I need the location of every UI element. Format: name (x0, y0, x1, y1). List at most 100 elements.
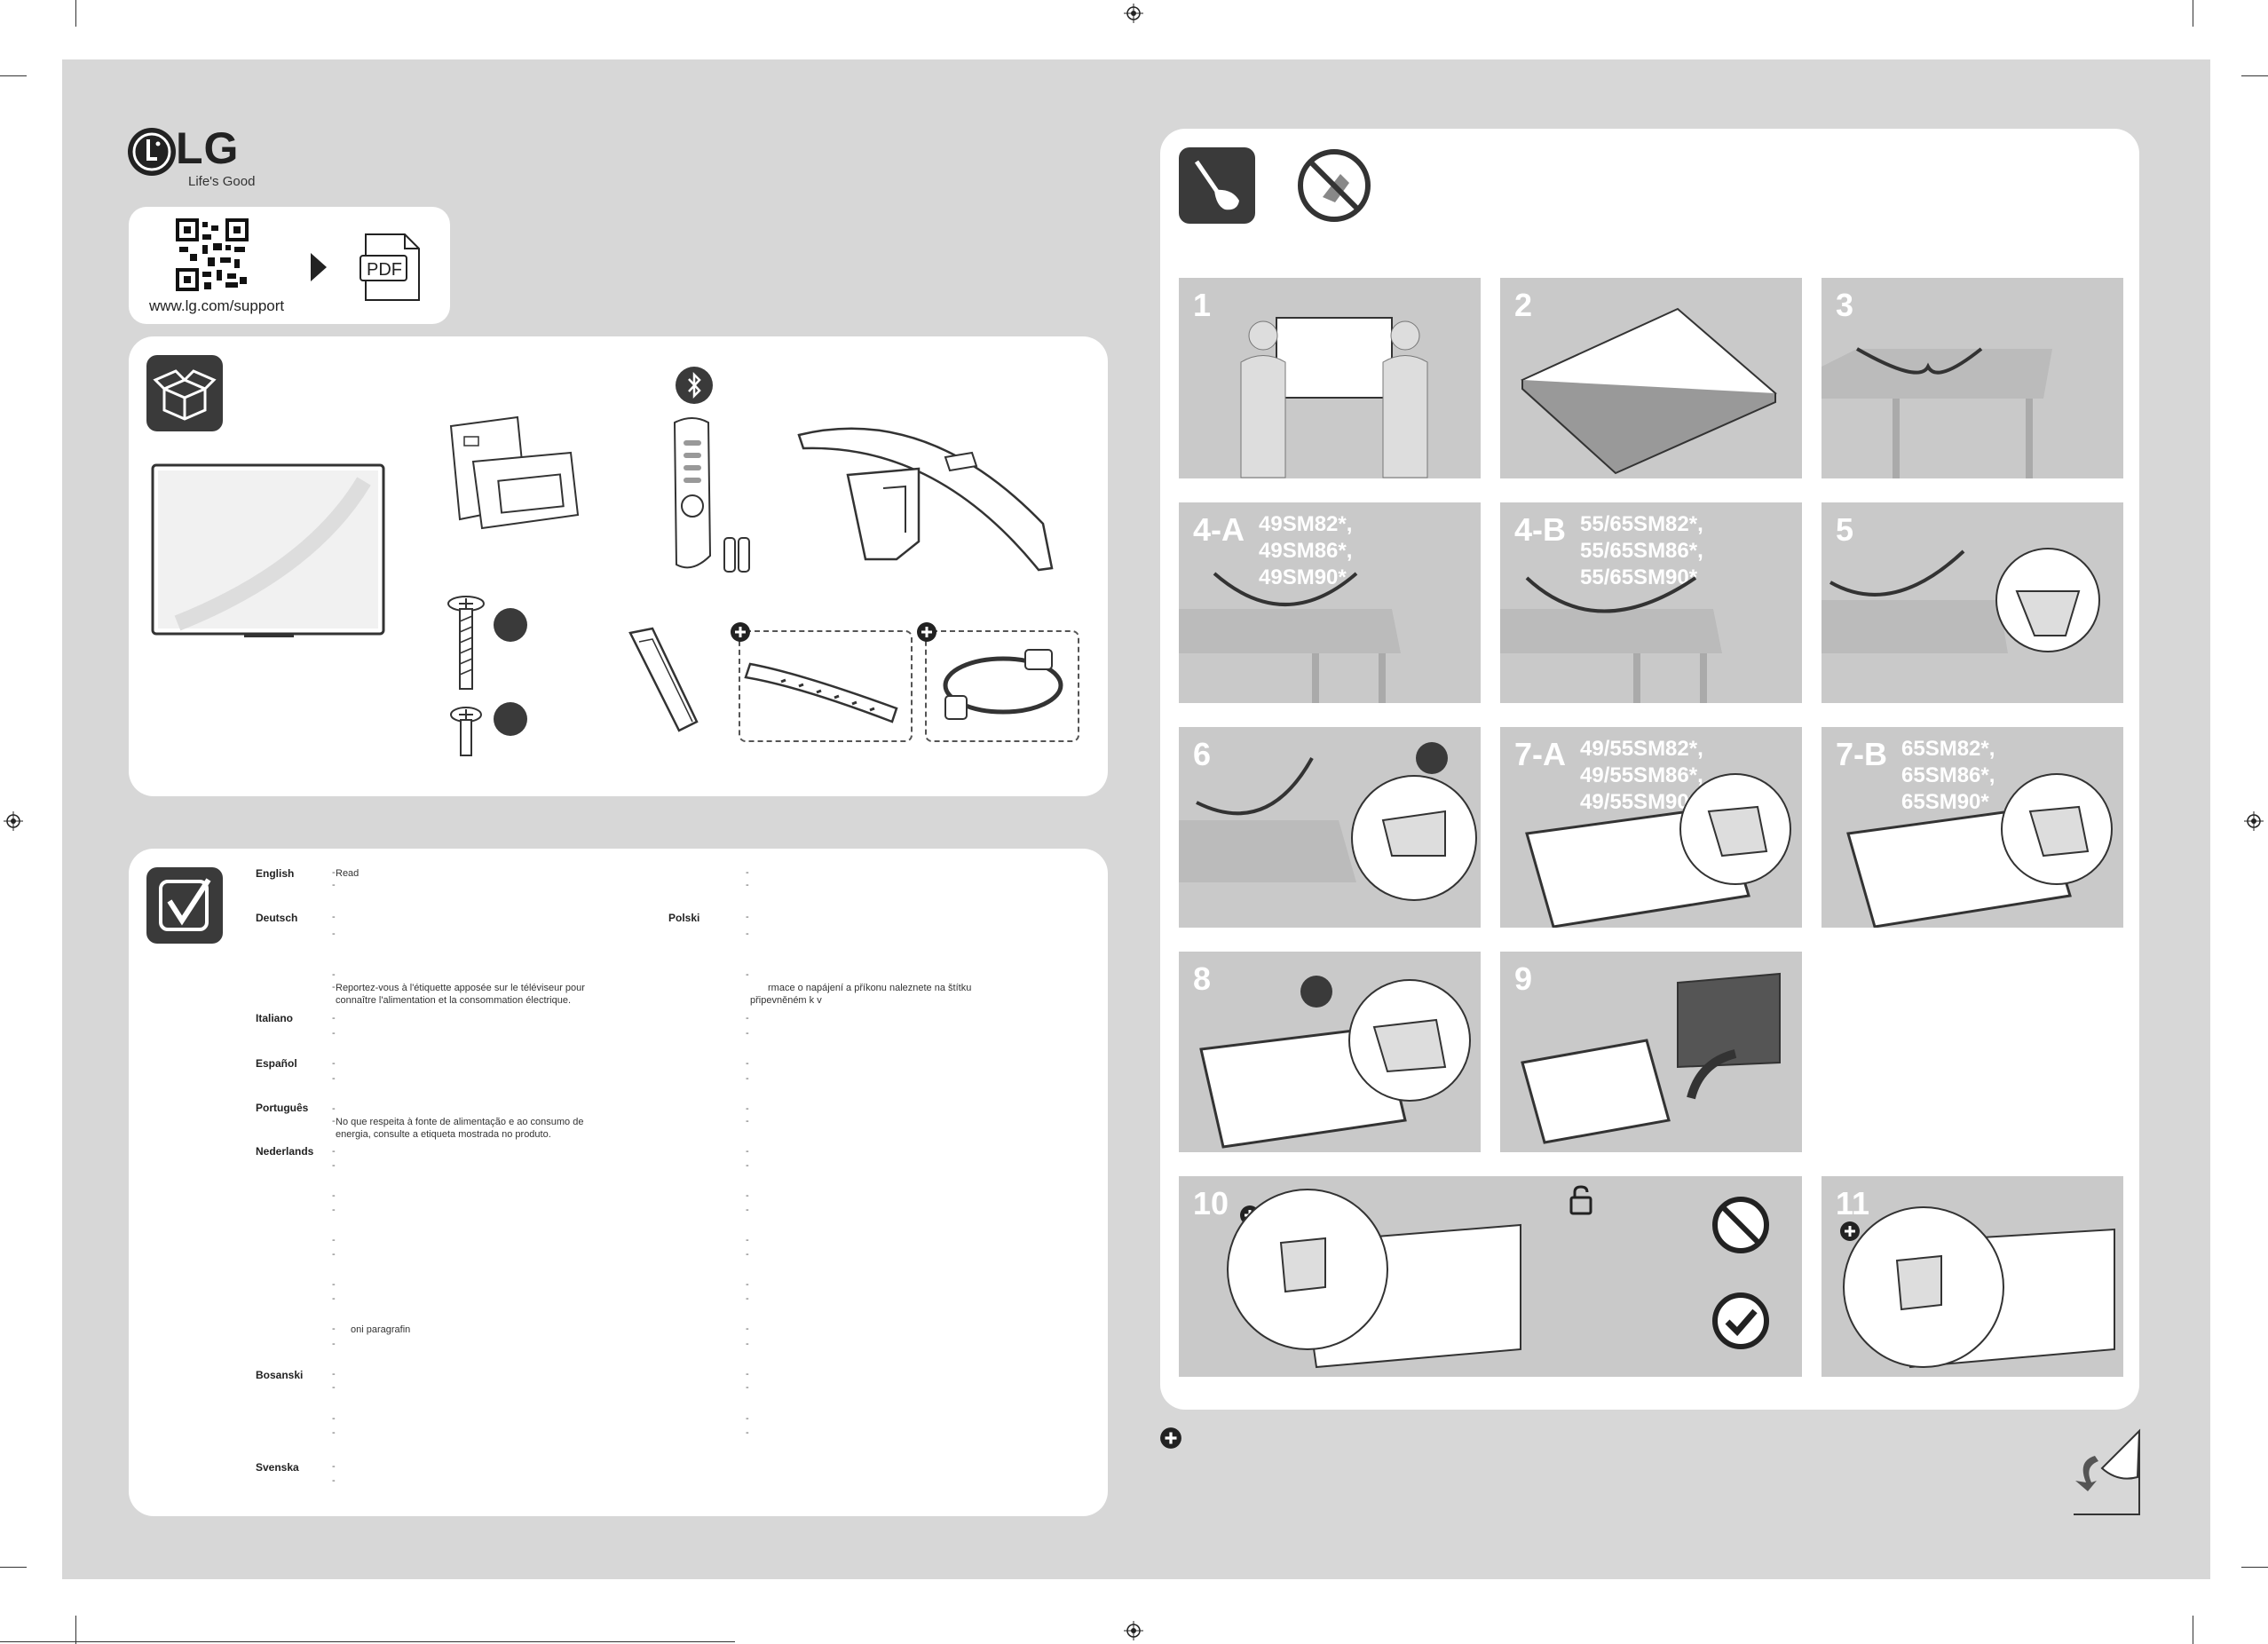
bullet-dash: - (332, 969, 336, 980)
model-list: 49/55SM82*, 49/55SM86*, 49/55SM90* (1580, 736, 1703, 816)
step-number: 1 (1193, 287, 1212, 323)
model-name: 65SM90* (1901, 790, 1989, 814)
pdf-document-icon[interactable] (359, 233, 424, 302)
bullet-dash: - (746, 969, 749, 980)
bullet-dash: - (332, 1324, 336, 1334)
plus-icon (731, 622, 750, 642)
step-number: 3 (1836, 287, 1854, 323)
bullet-dash: - (332, 912, 336, 922)
tv-panel-illustration (151, 463, 385, 637)
plus-icon (917, 622, 936, 642)
arrow-right-icon (311, 253, 327, 281)
plus-icon (1840, 1221, 1860, 1241)
registration-mark-icon (4, 811, 23, 831)
screw-small-illustration (450, 707, 482, 756)
magic-remote-illustration (673, 417, 750, 573)
model-name: 49/55SM82*, (1580, 737, 1703, 761)
crop-mark (0, 75, 27, 76)
prohibited-icon (1712, 1197, 1769, 1253)
checkmark-icon (1712, 1292, 1769, 1349)
bullet-dash: - (746, 1073, 749, 1084)
bullet-dash: - (746, 1116, 749, 1126)
support-url-link[interactable]: www.lg.com/support (149, 297, 285, 314)
qr-code-icon[interactable] (176, 218, 249, 291)
install-step-2: 2 (1500, 278, 1802, 478)
lang-svenska: Svenska (256, 1461, 299, 1474)
power-cord-illustration (943, 649, 1063, 720)
cable-holder-install-illustration (1227, 1189, 1521, 1369)
model-list: 65SM82*, 65SM86*, 65SM90* (1901, 736, 1995, 816)
screw-count-badge-icon (494, 608, 527, 642)
bullet-dash: - (332, 982, 336, 992)
cable-holder-illustration (628, 627, 699, 732)
czech-note-line2: připevněném k v (750, 995, 822, 1006)
step-number: 7-A (1514, 736, 1567, 772)
tv-stand-upright-illustration (1521, 972, 1781, 1144)
bullet-dash: - (746, 1190, 749, 1201)
stand-detail-zoom-illustration (1822, 548, 2100, 653)
lang-deutsch: Deutsch (256, 912, 298, 924)
bullet-dash: - (332, 1013, 336, 1024)
crop-mark (75, 0, 76, 27)
bullet-dash: - (332, 1475, 336, 1486)
bullet-dash: - (332, 1339, 336, 1349)
lg-logo-icon (128, 128, 176, 176)
step-number: 2 (1514, 287, 1533, 323)
owners-manual-illustration (449, 415, 580, 530)
lang-portugues: Português (256, 1102, 309, 1114)
bullet-dash: - (332, 1369, 336, 1379)
lang-nederlands: Nederlands (256, 1145, 314, 1158)
crop-mark (2241, 75, 2268, 76)
bullet-dash: - (746, 1249, 749, 1260)
paragraph-fragment: oni paragrafin (351, 1324, 411, 1335)
bullet-dash: - (332, 1461, 336, 1472)
portuguese-note-line1: No que respeita à fonte de alimentação e… (336, 1117, 584, 1127)
install-step-7a: 7-A 49/55SM82*, 49/55SM86*, 49/55SM90* (1500, 727, 1802, 928)
stand-on-table-illustration (1822, 347, 2052, 478)
step-number: 4-A (1193, 511, 1245, 548)
bullet-dash: - (746, 1058, 749, 1069)
bullet-dash: - (332, 1205, 336, 1215)
install-step-7b: 7-B 65SM82*, 65SM86*, 65SM90* (1822, 727, 2123, 928)
model-name: 49SM86*, (1259, 539, 1353, 563)
install-step-4b: 4-B 55/65SM82*, 55/65SM86*, 55/65SM90* (1500, 502, 1802, 703)
model-name: 49/55SM90* (1580, 790, 1698, 814)
optional-cable-tie-box (739, 630, 913, 742)
crop-mark (75, 1616, 76, 1644)
bullet-dash: - (746, 1279, 749, 1290)
stand-attach-to-tv-illustration (1846, 773, 2113, 928)
step-number: 6 (1193, 736, 1212, 772)
trim-line (0, 1641, 735, 1642)
model-name: 65SM82*, (1901, 737, 1995, 761)
french-note-line2: connaître l'alimentation et la consommat… (336, 995, 572, 1006)
bullet-dash: - (746, 1413, 749, 1424)
install-step-5: 5 (1822, 502, 2123, 703)
model-list: 55/65SM82*, 55/65SM86*, 55/65SM90* (1580, 511, 1703, 591)
registration-mark-icon (1124, 4, 1143, 23)
step-number: 10 (1193, 1185, 1229, 1221)
step-number: 11 (1836, 1185, 1870, 1221)
screw-count-badge-icon (494, 702, 527, 736)
model-name: 55/65SM86*, (1580, 539, 1703, 563)
brand-logo-text: LG (176, 123, 240, 173)
unlock-icon (1569, 1185, 1592, 1215)
crop-mark (2241, 1567, 2268, 1568)
optional-power-cord-box (925, 630, 1079, 742)
bullet-dash: - (746, 1235, 749, 1245)
model-name: 49/55SM86*, (1580, 763, 1703, 787)
step-number: 4-B (1514, 511, 1567, 548)
registration-mark-icon (1124, 1621, 1143, 1640)
bullet-dash: - (332, 880, 336, 890)
lang-bosanski: Bosanski (256, 1369, 304, 1381)
install-step-8: 8 (1179, 952, 1481, 1152)
bullet-dash: - (332, 1293, 336, 1304)
pdf-label: PDF (367, 260, 402, 280)
bullet-dash: - (332, 1058, 336, 1069)
step-number: 9 (1514, 960, 1533, 997)
install-step-9: 9 (1500, 952, 1802, 1152)
stand-assembly-illustration (1179, 572, 1401, 703)
install-step-10: 10 (1179, 1176, 1802, 1377)
bullet-dash: - (332, 1073, 336, 1084)
model-name: 55/65SM90* (1580, 565, 1698, 589)
bullet-dash: - (332, 1279, 336, 1290)
